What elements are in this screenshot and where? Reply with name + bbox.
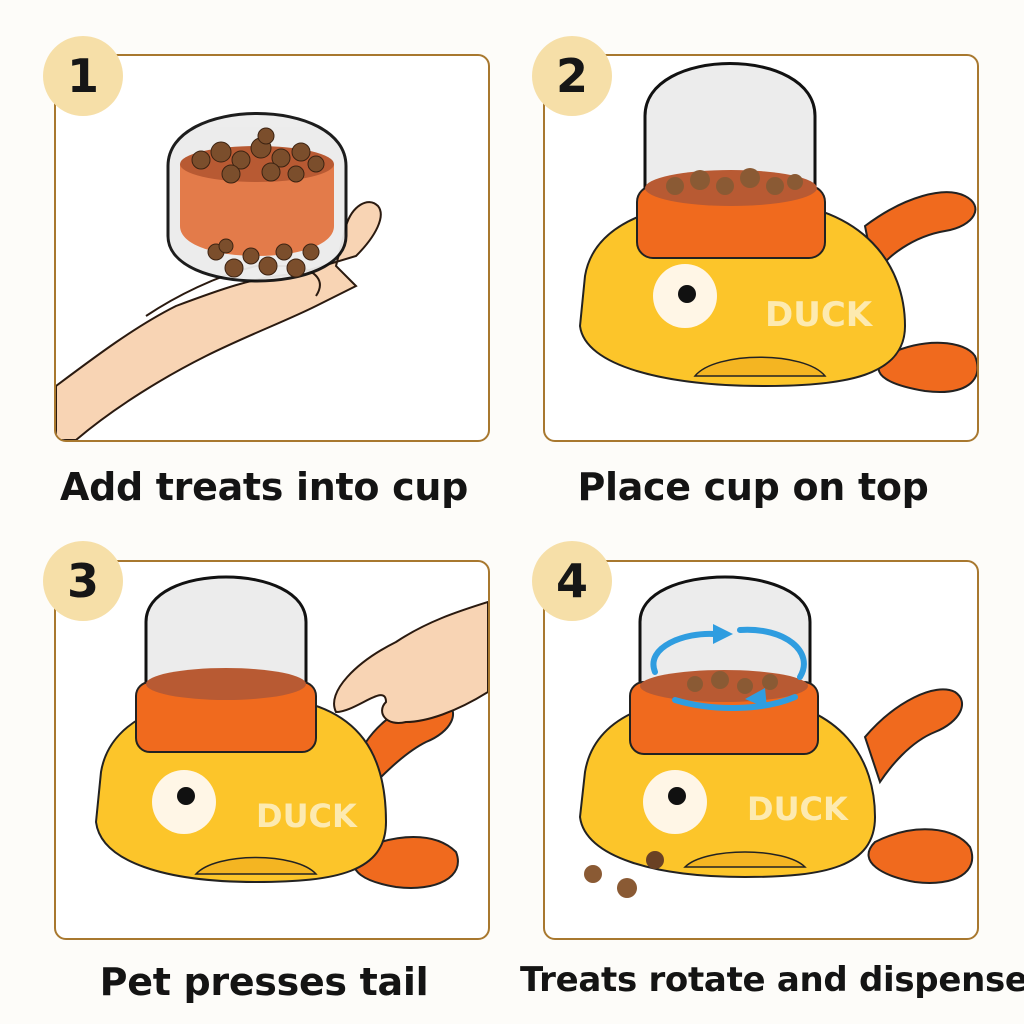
duck-label: DUCK [765,295,874,335]
rotate-arrows-icon [650,624,807,711]
step-2-caption: Place cup on top [577,465,929,509]
step-1-caption: Add treats into cup [59,465,469,509]
duck-label: DUCK [747,790,849,828]
duck-toy-with-cup-illustration: DUCK [578,62,977,393]
duck-label: DUCK [256,797,358,835]
step-3-caption: Pet presses tail [99,960,429,1004]
step-1-panel [54,54,490,442]
step-3-number: 3 [66,554,99,608]
step-4-caption: Treats rotate and dispense [520,960,1024,1000]
hand-holding-cup-illustration [56,112,382,440]
step-2-number-badge: 2 [532,36,612,116]
step-1-number-badge: 1 [43,36,123,116]
cup-icon [135,575,317,753]
cup-icon [166,112,348,283]
cup-icon [629,575,819,755]
step-1-number: 1 [66,49,99,103]
cup-icon [636,62,826,259]
step-2-panel: DUCK [543,54,979,442]
treats-rotating-illustration: DUCK [578,575,973,898]
step-3-number-badge: 3 [43,541,123,621]
step-3-panel: DUCK [54,560,490,940]
pet-pressing-tail-illustration: DUCK [94,575,488,889]
step-4-number: 4 [555,554,588,608]
step-4-panel: DUCK [543,560,979,940]
dispensed-treats [584,865,637,898]
step-4-number-badge: 4 [532,541,612,621]
step-2-number: 2 [555,49,588,103]
